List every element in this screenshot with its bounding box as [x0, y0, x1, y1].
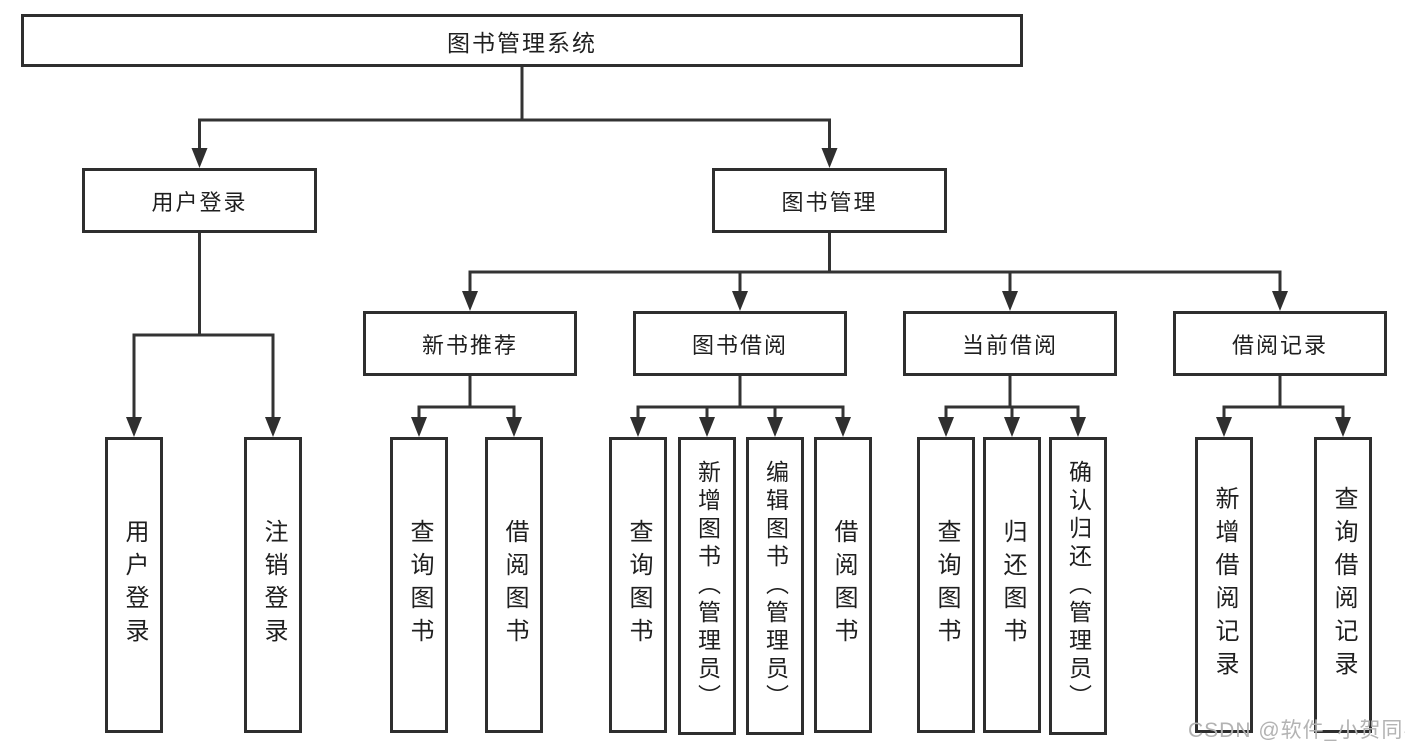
node-label: 归还图书 — [999, 519, 1026, 651]
node-new-book-recommend: 新书推荐 — [363, 311, 577, 376]
leaf-bookborrow-add-admin: 新增图书（管理员） — [678, 437, 736, 735]
leaf-current-confirm-admin: 确认归还（管理员） — [1049, 437, 1107, 735]
node-label: 查询图书 — [625, 519, 652, 651]
node-label: 注销登录 — [260, 519, 287, 651]
node-label: 图书管理 — [781, 189, 878, 215]
node-label: 借阅图书 — [830, 519, 857, 651]
leaf-newbook-borrow: 借阅图书 — [485, 437, 543, 733]
node-label: 查询图书 — [933, 519, 960, 651]
csdn-watermark: CSDN @软件_小贺同学 — [1188, 719, 1405, 742]
node-label: 查询借阅记录 — [1330, 486, 1357, 684]
node-label: 用户登录 — [121, 519, 148, 651]
leaf-records-query: 查询借阅记录 — [1314, 437, 1372, 733]
node-borrowing-records: 借阅记录 — [1173, 311, 1387, 376]
node-label: 查询图书 — [406, 519, 433, 651]
node-user-login: 用户登录 — [82, 168, 317, 233]
leaf-logout: 注销登录 — [244, 437, 302, 733]
leaf-current-query: 查询图书 — [917, 437, 975, 733]
node-label: 当前借阅 — [961, 332, 1058, 358]
node-label: 新书推荐 — [421, 332, 518, 358]
node-book-management: 图书管理 — [712, 168, 947, 233]
leaf-bookborrow-edit-admin: 编辑图书（管理员） — [746, 437, 804, 735]
node-label: 确认归还（管理员） — [1065, 460, 1092, 712]
node-label: 用户登录 — [151, 189, 248, 215]
node-label: 借阅图书 — [501, 519, 528, 651]
node-label: 图书管理系统 — [447, 29, 597, 56]
node-label: 编辑图书（管理员） — [762, 460, 789, 712]
leaf-records-add: 新增借阅记录 — [1195, 437, 1253, 733]
node-book-borrowing: 图书借阅 — [633, 311, 847, 376]
leaf-current-return: 归还图书 — [983, 437, 1041, 733]
node-label: 新增图书（管理员） — [694, 460, 721, 712]
node-root: 图书管理系统 — [21, 14, 1023, 67]
leaf-bookborrow-borrow: 借阅图书 — [814, 437, 872, 733]
node-label: 借阅记录 — [1231, 332, 1328, 358]
node-label: 图书借阅 — [691, 332, 788, 358]
leaf-bookborrow-query: 查询图书 — [609, 437, 667, 733]
node-label: 新增借阅记录 — [1211, 486, 1238, 684]
node-current-borrowing: 当前借阅 — [903, 311, 1117, 376]
leaf-user-login: 用户登录 — [105, 437, 163, 733]
leaf-newbook-query: 查询图书 — [390, 437, 448, 733]
